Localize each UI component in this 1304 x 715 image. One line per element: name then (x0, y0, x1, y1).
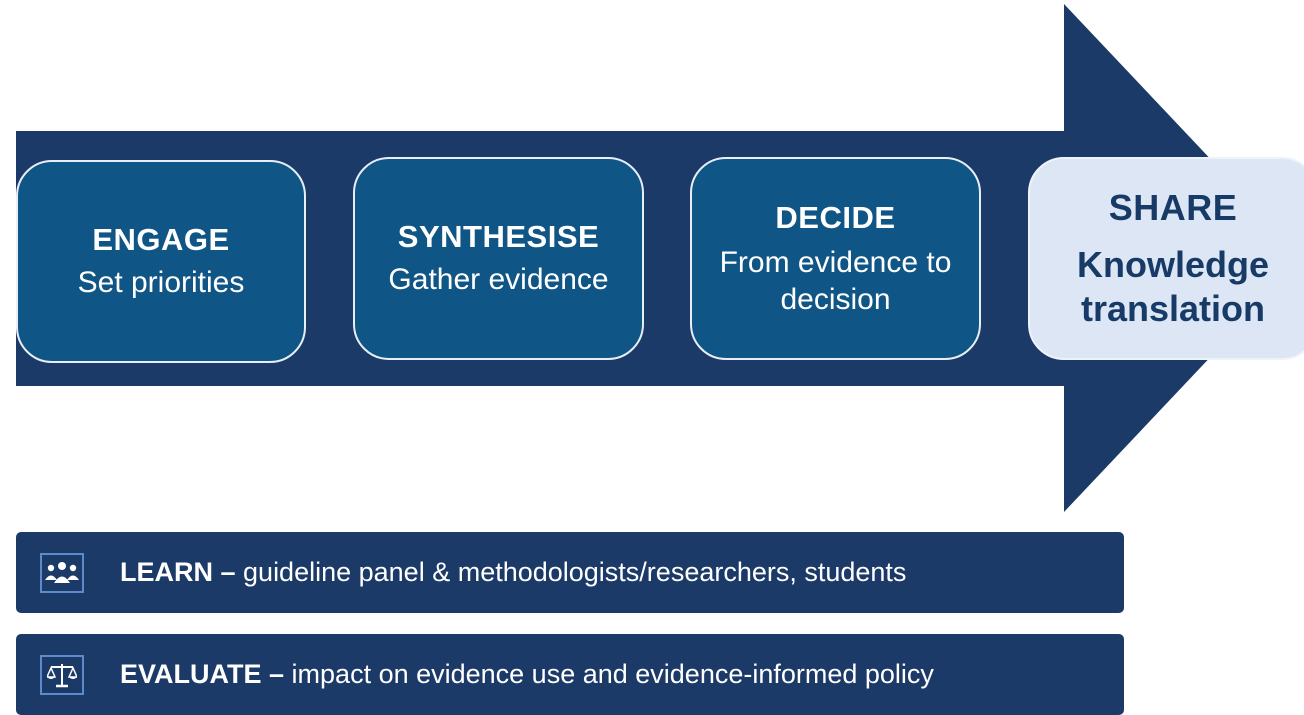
step-subtitle: Gather evidence (388, 263, 609, 296)
step-subtitle: Knowledge translation (1076, 243, 1269, 329)
step-share: SHARE Knowledge translation (1028, 157, 1304, 360)
learn-bar: LEARN – guideline panel & methodologists… (16, 532, 1124, 613)
evaluate-label: EVALUATE – (120, 659, 285, 689)
step-title: SHARE (1108, 186, 1238, 228)
balance-scale-icon (40, 654, 84, 695)
evaluate-bar-text: EVALUATE – impact on evidence use and ev… (120, 659, 934, 690)
step-engage: ENGAGE Set priorities (16, 160, 306, 363)
step-subtitle: Set priorities (77, 266, 245, 299)
people-group-icon (40, 552, 84, 593)
arrow-shape (16, 4, 1304, 512)
step-subtitle: From evidence to decision (719, 245, 952, 316)
step-synthesise: SYNTHESISE Gather evidence (353, 157, 644, 360)
evaluate-description: impact on evidence use and evidence-info… (291, 659, 934, 689)
step-title: DECIDE (775, 199, 896, 235)
learn-description: guideline panel & methodologists/researc… (243, 557, 907, 587)
learn-label: LEARN – (120, 557, 236, 587)
step-decide: DECIDE From evidence to decision (690, 157, 981, 360)
evaluate-bar: EVALUATE – impact on evidence use and ev… (16, 634, 1124, 715)
step-title: SYNTHESISE (397, 219, 600, 254)
learn-bar-text: LEARN – guideline panel & methodologists… (120, 557, 906, 588)
step-title: ENGAGE (92, 222, 230, 257)
